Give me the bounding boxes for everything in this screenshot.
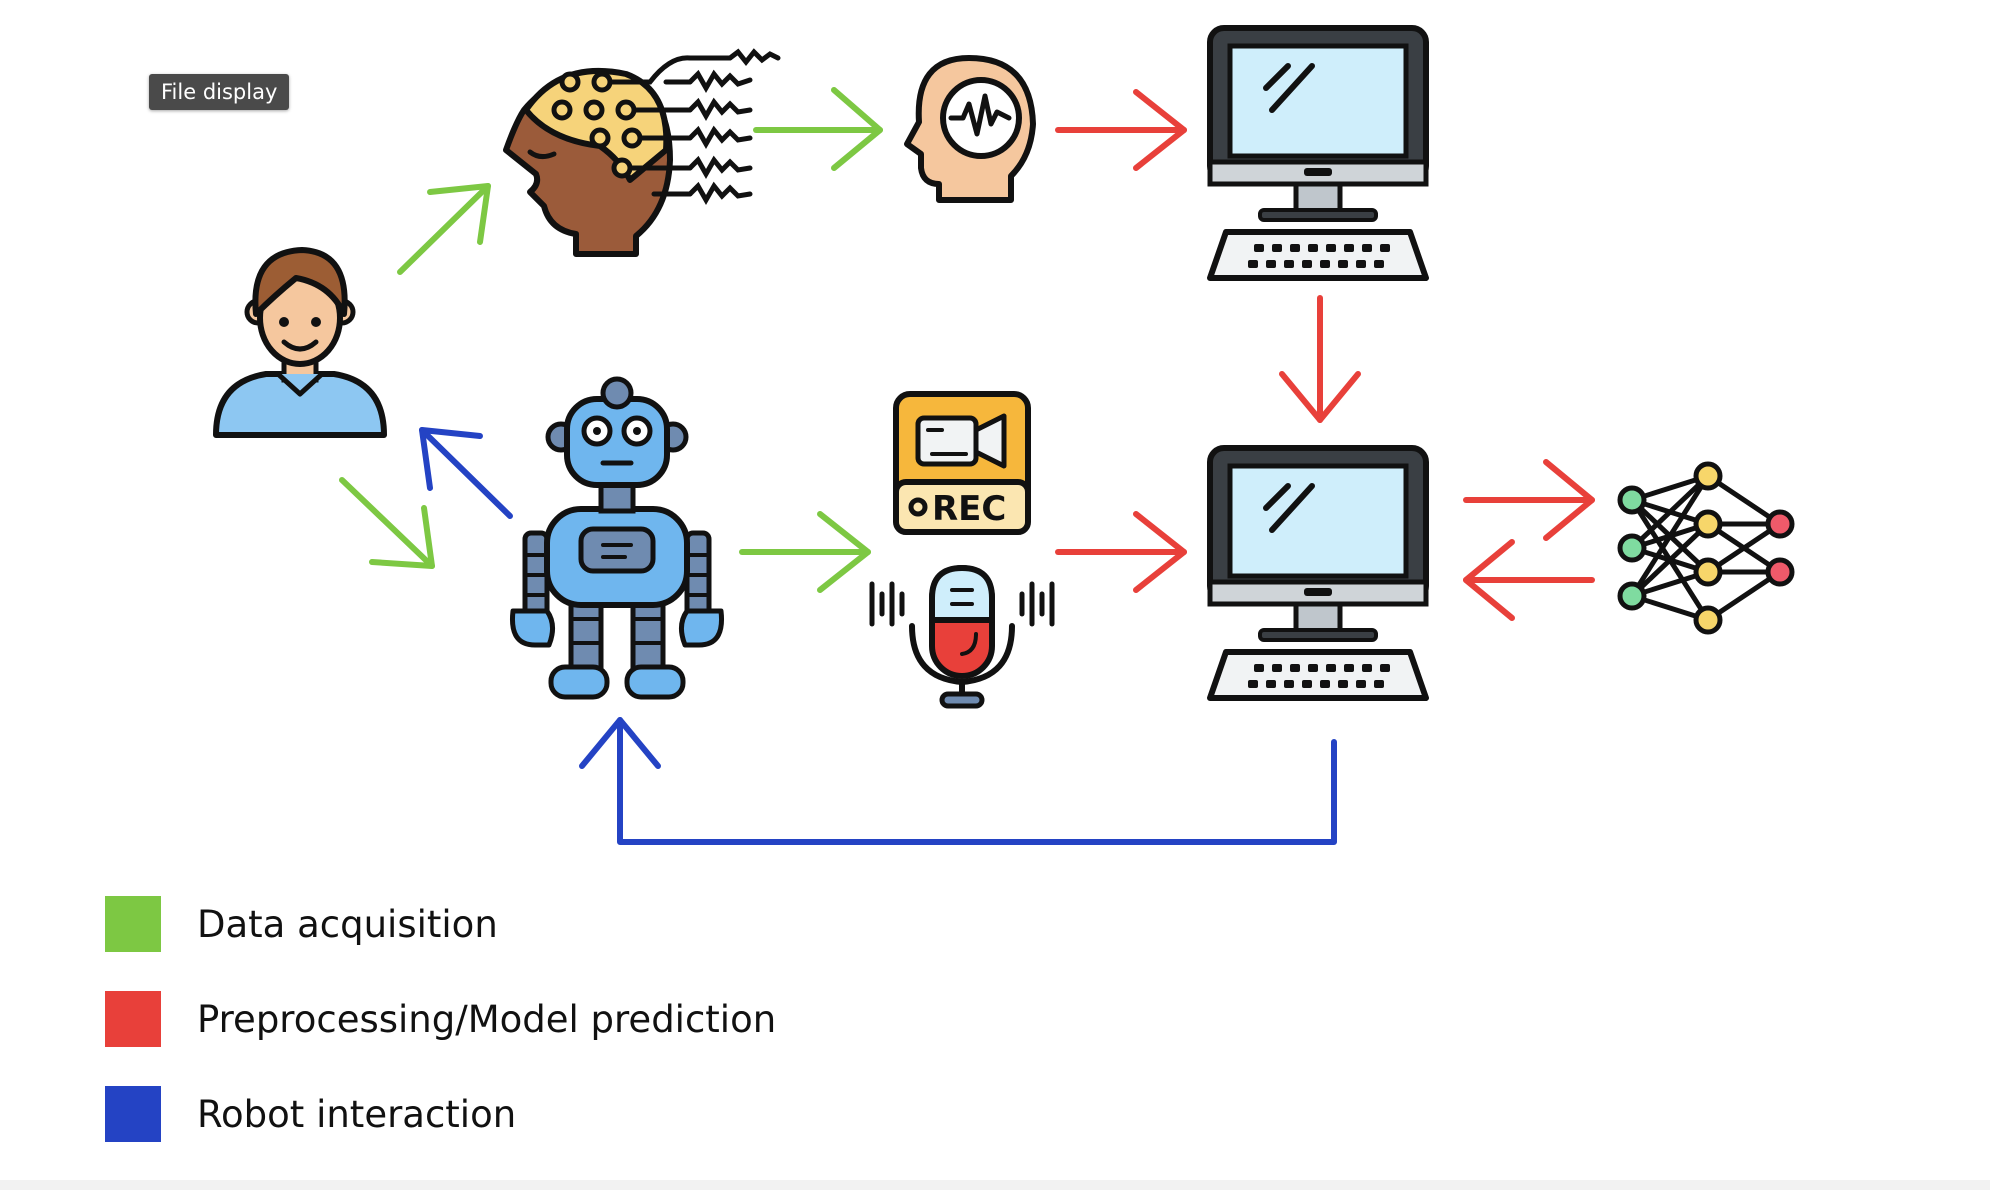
person-icon bbox=[213, 247, 387, 438]
eeg-headset-icon bbox=[503, 48, 781, 257]
brain-signal-icon bbox=[904, 55, 1036, 203]
arrow-computer-to-network bbox=[1463, 459, 1595, 541]
arrow-person-to-eeg bbox=[397, 183, 491, 275]
neural-network-icon bbox=[1617, 461, 1795, 635]
microphone-icon bbox=[869, 565, 1055, 709]
arrow-network-to-computer bbox=[1463, 539, 1595, 621]
legend-swatch-red bbox=[105, 991, 161, 1047]
arrow-brain-to-computer bbox=[1055, 89, 1187, 171]
arrow-computer-top-to-bottom bbox=[1279, 295, 1361, 423]
arrow-eeg-to-brain bbox=[753, 87, 883, 171]
camera-rec-icon: REC bbox=[893, 391, 1031, 535]
file-display-tooltip: File display bbox=[149, 74, 290, 110]
legend-item-robot-interaction: Robot interaction bbox=[105, 1086, 516, 1142]
arrow-robot-to-sensors bbox=[739, 511, 871, 593]
legend-swatch-green bbox=[105, 896, 161, 952]
legend-item-preprocessing: Preprocessing/Model prediction bbox=[105, 991, 776, 1047]
bottom-strip bbox=[0, 1180, 1990, 1190]
camera-rec-label: REC bbox=[932, 489, 1006, 529]
legend-label: Preprocessing/Model prediction bbox=[197, 997, 777, 1041]
robot-icon bbox=[509, 376, 725, 700]
desktop-computer-top-icon bbox=[1210, 28, 1426, 278]
legend-label: Robot interaction bbox=[197, 1092, 517, 1136]
legend-label: Data acquisition bbox=[197, 902, 498, 946]
arrow-person-to-robot bbox=[339, 477, 435, 569]
arrow-robot-to-person bbox=[419, 427, 513, 519]
arrow-computer-to-robot bbox=[579, 717, 1337, 845]
legend-swatch-blue bbox=[105, 1086, 161, 1142]
legend-item-data-acquisition: Data acquisition bbox=[105, 896, 498, 952]
desktop-computer-bottom-icon bbox=[1210, 448, 1426, 698]
arrow-sensors-to-computer bbox=[1055, 511, 1187, 593]
